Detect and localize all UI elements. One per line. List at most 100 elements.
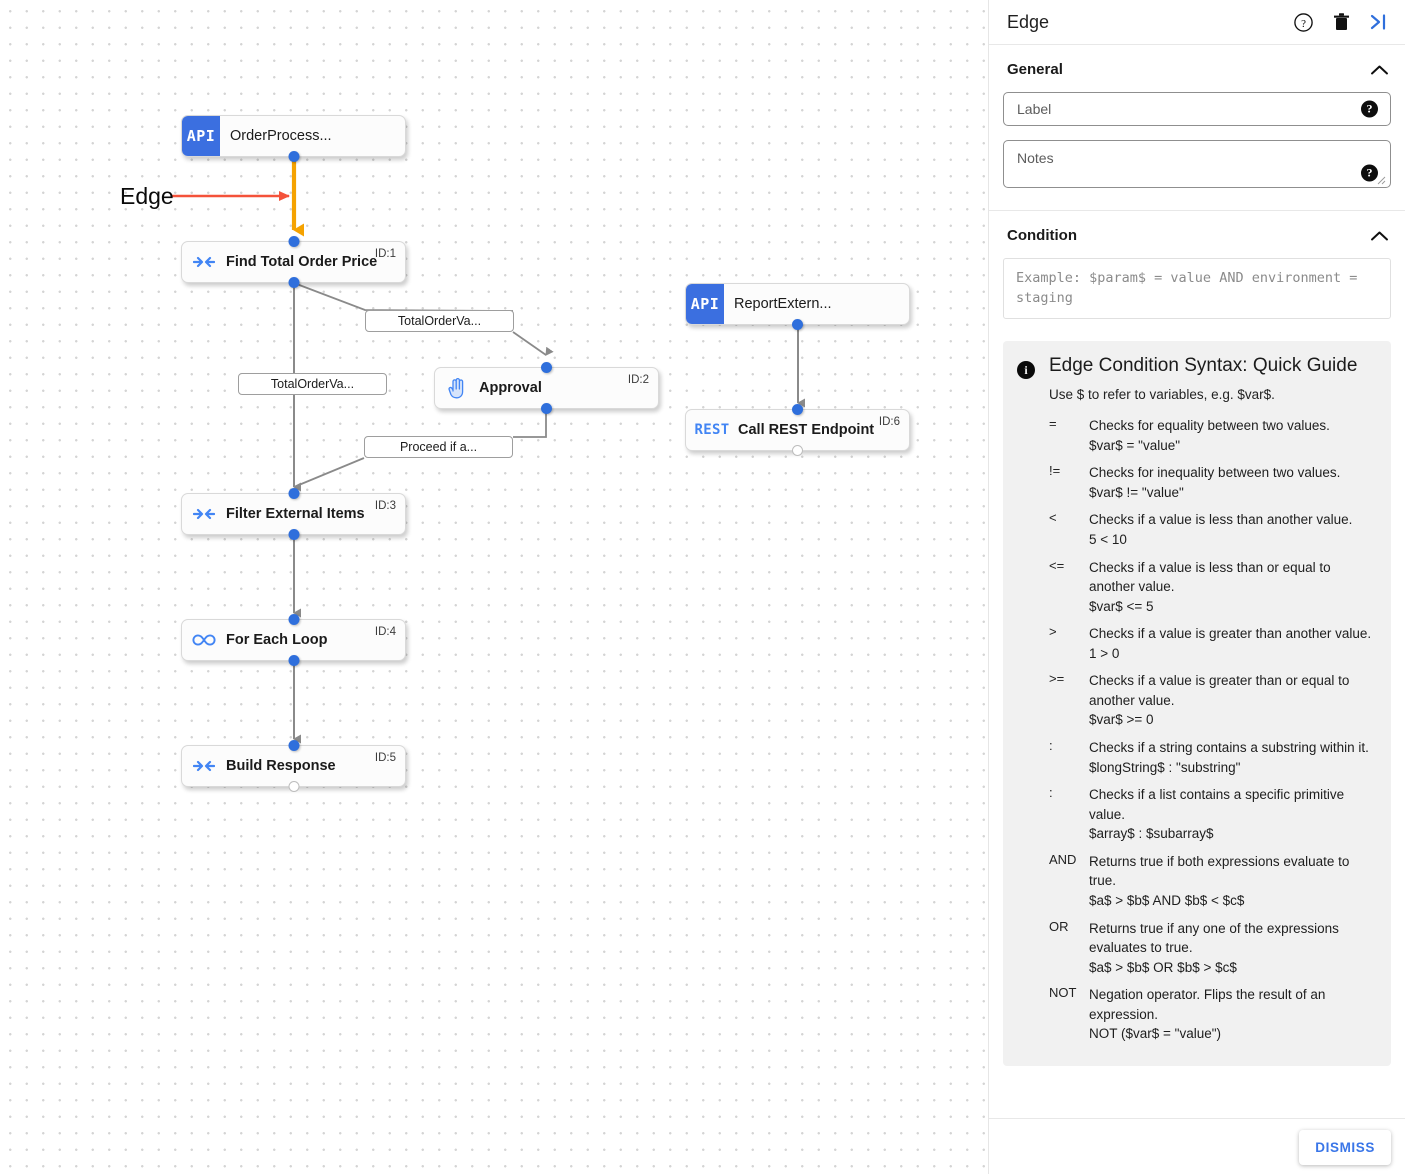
notes-field[interactable]: Notes ? <box>1003 140 1391 188</box>
condition-section-header[interactable]: Condition <box>1003 227 1391 244</box>
node-output-port[interactable] <box>792 319 803 330</box>
node-order-process[interactable]: API OrderProcess... <box>181 115 406 162</box>
general-section-header[interactable]: General <box>1003 61 1391 78</box>
operator-description: Checks if a value is greater than or equ… <box>1089 673 1350 708</box>
operator-row: NOT Negation operator. Flips the result o… <box>1049 985 1377 1044</box>
node-output-port[interactable] <box>288 781 299 792</box>
resize-grip-icon[interactable] <box>1377 176 1386 185</box>
operator-symbol: != <box>1049 463 1061 479</box>
operator-row: AND Returns true if both expressions eval… <box>1049 852 1377 911</box>
operator-row: OR Returns true if any one of the express… <box>1049 919 1377 978</box>
operator-description: Checks if a list contains a specific pri… <box>1089 787 1345 822</box>
node-input-port[interactable] <box>288 488 299 499</box>
node-input-port[interactable] <box>288 740 299 751</box>
node-output-port[interactable] <box>288 529 299 540</box>
node-output-port[interactable] <box>288 151 299 162</box>
operator-list: =Checks for equality between two values.… <box>1049 416 1377 1044</box>
operator-row: >= Checks if a value is greater than or e… <box>1049 671 1377 730</box>
operator-description: Checks if a value is less than or equal … <box>1089 559 1331 595</box>
node-approval[interactable]: Approval ID:2 <box>434 362 659 414</box>
svg-text:?: ? <box>1301 17 1306 29</box>
node-id-label: ID:4 <box>374 626 396 638</box>
operator-description: Checks for inequality between two values… <box>1089 465 1341 481</box>
chevron-up-icon[interactable] <box>1370 64 1389 76</box>
guide-subtitle: Use $ to refer to variables, e.g. $var$. <box>1049 387 1275 403</box>
operator-example: $a$ > $b$ AND $b$ < $c$ <box>1089 892 1245 908</box>
infinity-icon <box>182 632 226 648</box>
node-report-external[interactable]: API ReportExtern... <box>685 283 910 330</box>
operator-symbol: OR <box>1049 918 1069 934</box>
help-circle-icon[interactable]: ? <box>1293 12 1314 33</box>
node-title: Approval <box>479 380 542 396</box>
guide-title: Edge Condition Syntax: Quick Guide <box>1049 355 1358 377</box>
node-id-label: ID:3 <box>374 500 396 512</box>
node-output-port[interactable] <box>288 655 299 666</box>
node-for-each-loop[interactable]: For Each Loop ID:4 <box>181 614 406 666</box>
operator-example: $var$ <= 5 <box>1089 598 1154 614</box>
operator-symbol: AND <box>1049 851 1077 867</box>
operator-example: $var$ = "value" <box>1089 437 1181 453</box>
operator-symbol: : <box>1049 785 1053 801</box>
operator-example: NOT ($var$ = "value") <box>1089 1026 1222 1042</box>
operator-row: =Checks for equality between two values.… <box>1049 416 1377 455</box>
operator-row: : Checks if a list contains a specific pr… <box>1049 785 1377 844</box>
node-id-label: ID:1 <box>374 248 396 260</box>
collapse-arrows-icon <box>182 758 226 774</box>
node-input-port[interactable] <box>288 614 299 625</box>
edge-annotation-label: Edge <box>120 183 174 209</box>
node-output-port[interactable] <box>792 445 803 456</box>
operator-description: Returns true if any one of the expressio… <box>1089 920 1339 956</box>
collapse-arrows-icon <box>182 254 226 270</box>
collapse-arrows-icon <box>182 506 226 522</box>
node-input-port[interactable] <box>541 362 552 373</box>
rest-badge-icon: REST <box>694 422 730 438</box>
operator-example: $longString$ : "substring" <box>1089 759 1241 775</box>
node-title: OrderProcess... <box>230 128 332 144</box>
info-icon: i <box>1017 361 1035 380</box>
node-title: ReportExtern... <box>734 296 832 312</box>
general-section: General Label ? Notes ? <box>989 45 1405 211</box>
edge-label-chip[interactable]: Proceed if a... <box>364 436 513 458</box>
node-output-port[interactable] <box>541 403 552 414</box>
notes-help-icon[interactable]: ? <box>1361 164 1378 182</box>
node-call-rest-endpoint[interactable]: REST Call REST Endpoint ID:6 <box>685 404 910 456</box>
operator-example: $var$ != "value" <box>1089 484 1184 500</box>
node-find-total-order-price[interactable]: Find Total Order Price ID:1 <box>181 236 406 288</box>
operator-symbol: NOT <box>1049 985 1077 1001</box>
operator-symbol: : <box>1049 738 1053 753</box>
node-input-port[interactable] <box>792 404 803 415</box>
node-input-port[interactable] <box>288 236 299 247</box>
node-output-port[interactable] <box>288 277 299 288</box>
label-help-icon[interactable]: ? <box>1361 100 1378 118</box>
operator-symbol: < <box>1049 510 1057 526</box>
node-build-response[interactable]: Build Response ID:5 <box>181 740 406 792</box>
operator-symbol: >= <box>1049 671 1065 687</box>
operator-description: Negation operator. Flips the result of a… <box>1089 987 1326 1022</box>
condition-quick-guide: i Edge Condition Syntax: Quick Guide Use… <box>1003 341 1391 1066</box>
node-filter-external-items[interactable]: Filter External Items ID:3 <box>181 488 406 540</box>
api-badge-icon: API <box>182 116 220 156</box>
api-badge-icon: API <box>686 284 724 324</box>
operator-symbol: <= <box>1049 557 1065 573</box>
node-id-label: ID:5 <box>374 752 396 764</box>
node-title: Find Total Order Price <box>226 254 378 270</box>
operator-description: Returns true if both expressions evaluat… <box>1089 853 1350 889</box>
operator-example: $array$ : $subarray$ <box>1089 826 1214 842</box>
dismiss-button[interactable]: DISMISS <box>1299 1130 1391 1165</box>
collapse-panel-icon[interactable] <box>1369 13 1389 31</box>
node-title: Filter External Items <box>226 506 365 522</box>
operator-symbol: = <box>1049 416 1057 432</box>
chevron-up-icon[interactable] <box>1370 230 1389 242</box>
edge-label-chip[interactable]: TotalOrderVa... <box>238 373 387 395</box>
condition-section: Condition Example: $param$ = value AND e… <box>989 211 1405 1080</box>
label-field[interactable]: Label ? <box>1003 92 1391 126</box>
delete-trash-icon[interactable] <box>1332 12 1351 32</box>
node-id-label: ID:2 <box>627 374 649 386</box>
flow-canvas[interactable]: Edge API OrderProcess... Find Total Orde… <box>0 0 988 1174</box>
condition-input[interactable]: Example: $param$ = value AND environment… <box>1003 258 1391 320</box>
node-id-label: ID:6 <box>878 416 900 428</box>
operator-example: 1 > 0 <box>1089 645 1120 661</box>
edge-label-chip[interactable]: TotalOrderVa... <box>365 310 514 332</box>
panel-title: Edge <box>1007 11 1050 32</box>
operator-row: :Checks if a string contains a substring… <box>1049 738 1377 777</box>
